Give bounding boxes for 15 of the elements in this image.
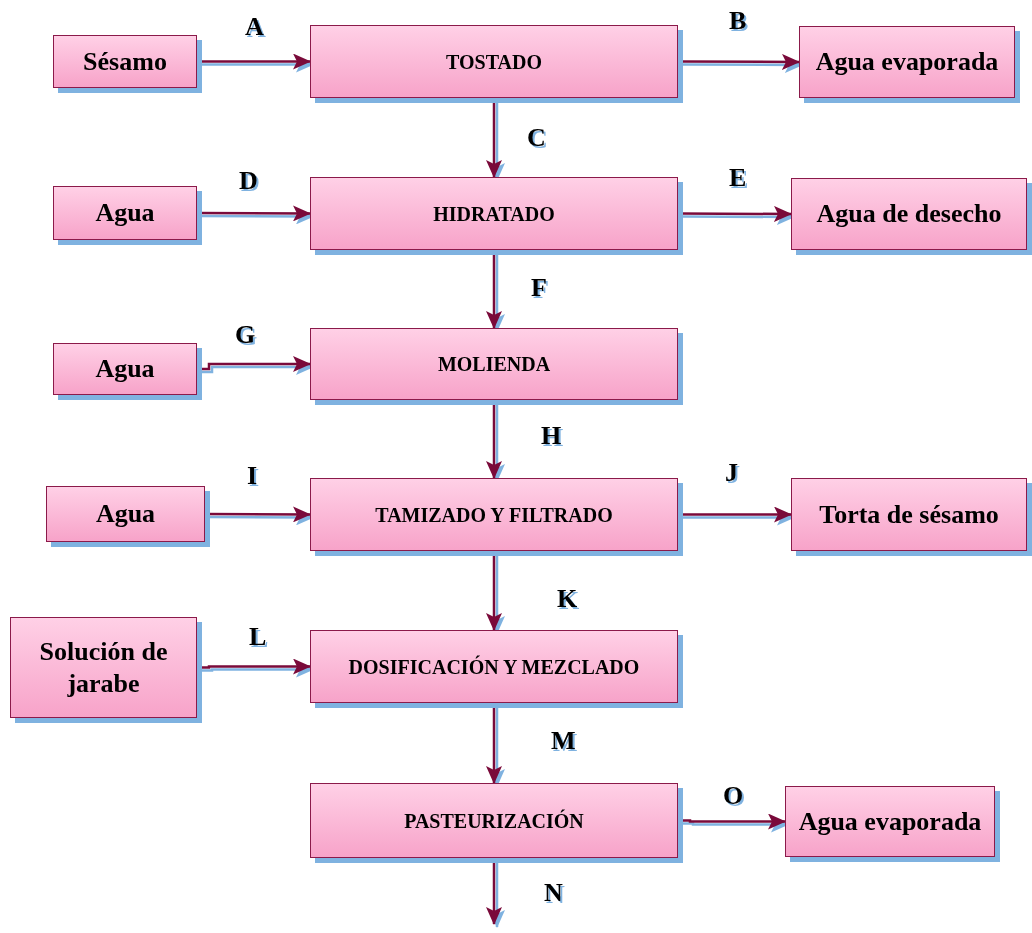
box-label: Agua evaporada — [815, 46, 999, 78]
box-label: Agua — [95, 197, 155, 229]
box-label: Agua — [95, 498, 156, 530]
box-label: Agua evaporada — [798, 805, 982, 838]
box-label: Agua — [95, 353, 155, 385]
box-label: MOLIENDA — [437, 352, 551, 376]
box-label: Solución de jarabe — [38, 636, 169, 699]
box-label: Torta de sésamo — [819, 498, 999, 531]
box-label: PASTEURIZACIÓN — [404, 808, 584, 833]
box-label: TAMIZADO Y FILTRADO — [375, 502, 613, 527]
box-label: HIDRATADO — [433, 201, 555, 226]
box-label: Sésamo — [83, 45, 167, 78]
box-label: Agua de desecho — [816, 198, 1002, 230]
box-label: TOSTADO — [446, 49, 542, 74]
box-label: DOSIFICACIÓN Y MEZCLADO — [348, 654, 640, 679]
